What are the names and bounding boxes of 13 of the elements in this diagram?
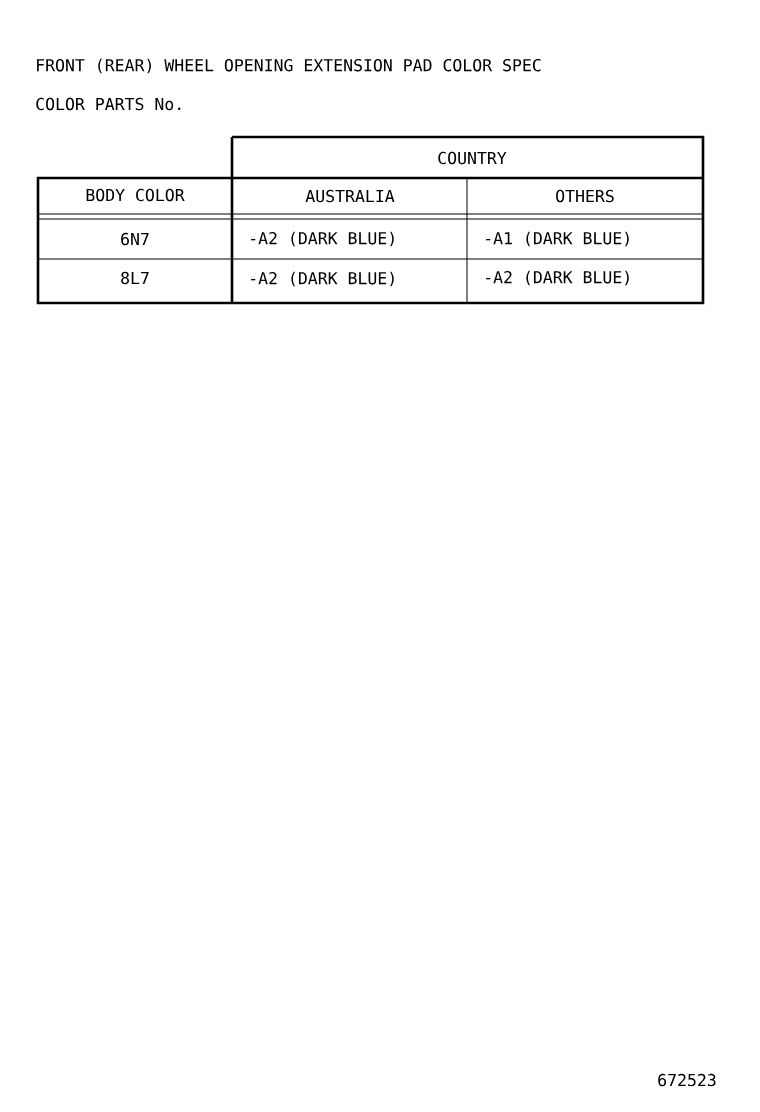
subtitle: COLOR PARTS No. (36, 97, 181, 111)
header-text: AUSTRALIA (305, 189, 395, 203)
header-text: OTHERS (556, 189, 614, 203)
cell-text: -A2 (DARK BLUE) (251, 231, 394, 247)
header-text: COUNTRY (438, 151, 507, 165)
cell-text: -A2 (DARK BLUE) (251, 271, 394, 287)
cell-text: -A2 (DARK BLUE) (486, 270, 629, 286)
header-text: BODY COLOR (86, 188, 185, 202)
cell-text: 6N7 (121, 232, 149, 246)
cell-text: 8L7 (121, 271, 149, 285)
cell-text: -A1 (DARK BLUE) (486, 231, 629, 247)
title: FRONT (REAR) WHEEL OPENING EXTENSION PAD COLOR SPEC (37, 58, 541, 74)
drawing-number: 672523 (658, 1073, 716, 1087)
